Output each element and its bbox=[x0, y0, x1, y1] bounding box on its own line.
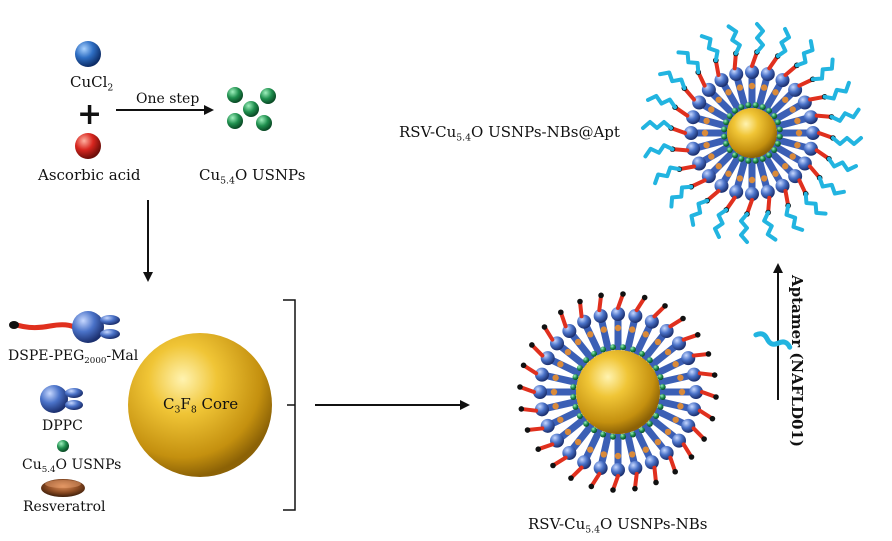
nanoparticle-cluster-icon bbox=[227, 87, 276, 131]
ascorbic-acid-label: Ascorbic acid bbox=[38, 166, 141, 184]
nanobubble-nbs-apt bbox=[641, 22, 863, 244]
plus-sign: + bbox=[77, 97, 103, 132]
resveratrol-icon bbox=[41, 479, 85, 497]
ascorbic-acid-sphere-icon bbox=[75, 133, 101, 159]
usnps-product-label: Cu5.4O USNPs bbox=[199, 166, 306, 187]
nbs-label: RSV-Cu5.4O USNPs-NBs bbox=[528, 515, 708, 536]
dppc-label: DPPC bbox=[42, 418, 83, 434]
aptamer-label: Aptamer (NAFLD01) bbox=[788, 275, 806, 447]
c3f8-core-sphere bbox=[128, 333, 272, 477]
aptamer-strand-icon bbox=[753, 331, 793, 350]
one-step-label: One step bbox=[136, 91, 200, 107]
nbs-apt-label: RSV-Cu5.4O USNPs-NBs@Apt bbox=[399, 123, 620, 144]
usnp-dot-icon bbox=[57, 440, 69, 452]
cucl2-label: CuCl2 bbox=[70, 73, 114, 94]
cu-ion-sphere-icon bbox=[75, 41, 101, 67]
resveratrol-label: Resveratrol bbox=[23, 499, 106, 515]
dspe-peg-lipid-icon bbox=[9, 311, 120, 343]
dppc-lipid-icon bbox=[40, 385, 83, 413]
core-label: C3F8 Core bbox=[163, 395, 239, 416]
usnps-small-label: Cu5.4O USNPs bbox=[22, 457, 122, 476]
nanobubble-nbs bbox=[517, 291, 719, 493]
dspe-peg-label: DSPE-PEG2000-Mal bbox=[8, 348, 139, 367]
